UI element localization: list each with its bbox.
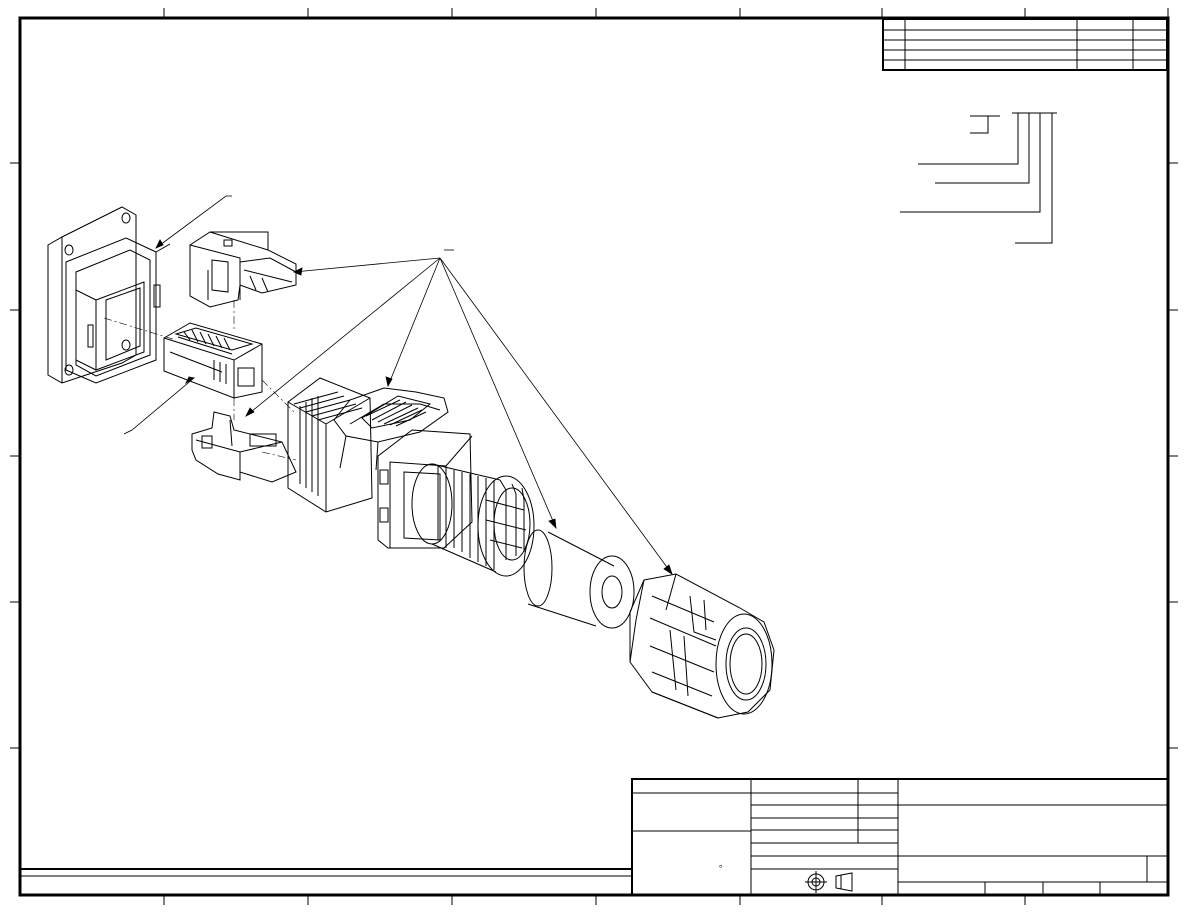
assembly-centerlines [104, 300, 296, 460]
cap-nut-part [630, 574, 774, 718]
rj-insert-part [164, 323, 262, 398]
latch-housing-part [190, 232, 296, 307]
seal-sleeve-part [524, 530, 634, 628]
leader-lines [124, 196, 672, 574]
sheet-border [20, 18, 1168, 895]
part-number-callout-tree [900, 113, 1057, 243]
panel-flange-part [48, 207, 170, 383]
third-angle-projection-icon [805, 871, 852, 893]
connector-body-part [288, 378, 534, 576]
zone-ticks [10, 8, 1178, 905]
revision-table [883, 19, 1167, 70]
title-block-dot-mark: 。 [719, 859, 729, 869]
bottom-clip-part [192, 412, 296, 482]
title-block [632, 779, 1168, 895]
